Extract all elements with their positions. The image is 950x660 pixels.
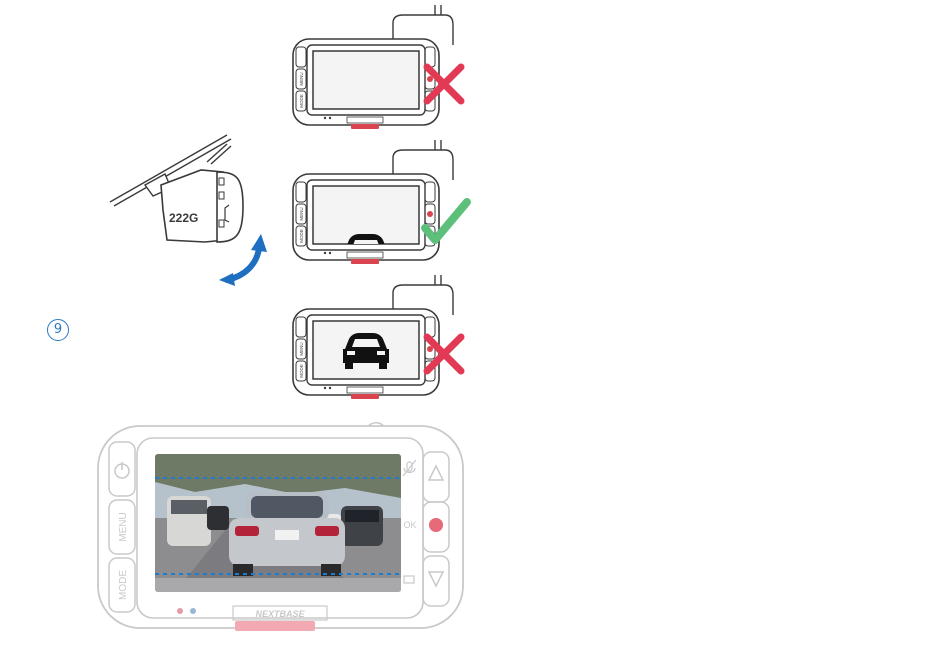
model-label: 222G — [169, 211, 198, 225]
led-blue — [190, 608, 196, 614]
camera-body — [161, 170, 225, 242]
side-label: MODE — [299, 229, 304, 243]
panel-too-high: MENU MODE — [293, 275, 461, 399]
record-icon — [429, 518, 443, 532]
side-label: MODE — [299, 364, 304, 378]
panel-centered: MENU MODE — [293, 140, 467, 270]
side-label: MENU — [299, 342, 304, 355]
rotate-arrow-head-up — [251, 234, 267, 252]
side-label: MODE — [299, 94, 304, 108]
live-view-screen — [155, 454, 401, 592]
brand-label: NEXTBASE — [255, 609, 305, 619]
camera-position-panels: MENU MODE MENU MODE MENU MODE — [285, 5, 485, 400]
mode-label: MODE — [118, 570, 129, 600]
step-number-badge: 9 — [47, 319, 69, 341]
side-camera-illustration: 222G — [105, 130, 285, 290]
licence-plate — [275, 530, 299, 540]
red-tab — [351, 259, 379, 264]
side-label: MENU — [299, 72, 304, 85]
red-tab — [235, 621, 315, 631]
camera-screen-side — [217, 172, 243, 242]
led-red — [177, 608, 183, 614]
record-icon — [427, 211, 433, 217]
tail-light-left — [235, 526, 259, 536]
ok-label: OK — [403, 520, 416, 530]
large-camera-illustration: MENU MODE OK — [95, 418, 470, 640]
car-icon — [343, 133, 389, 169]
red-tab — [351, 124, 379, 129]
dashboard — [155, 578, 401, 592]
front-car-body — [229, 518, 345, 566]
panel-too-low: MENU MODE — [293, 5, 461, 169]
tail-light-right — [315, 526, 339, 536]
menu-label: MENU — [118, 512, 129, 541]
car-dark — [207, 506, 229, 530]
screen — [313, 51, 419, 109]
side-label: MENU — [299, 207, 304, 220]
rotate-arrow-head-down — [219, 273, 235, 286]
red-tab — [351, 394, 379, 399]
